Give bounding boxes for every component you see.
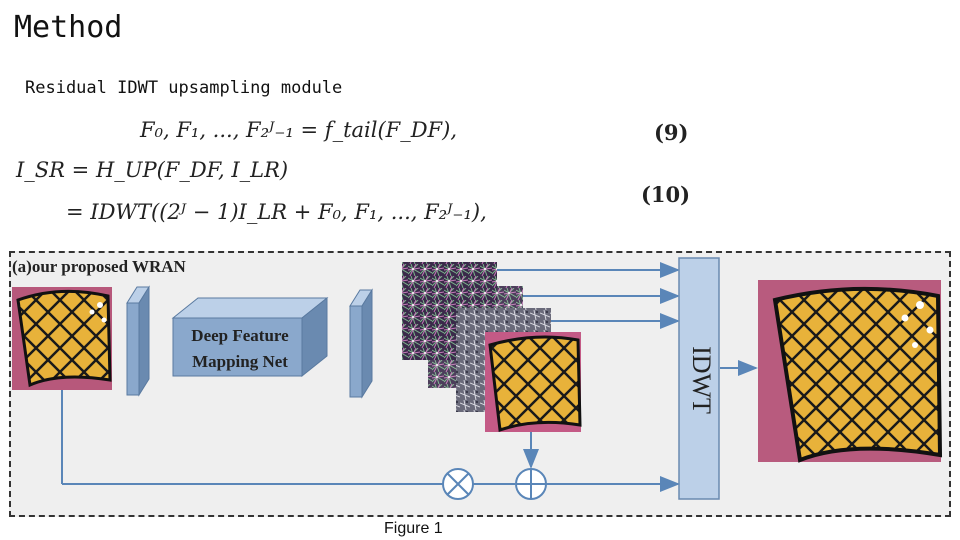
figure-panel-title: (a)our proposed WRAN: [12, 257, 186, 276]
wavelet-subband-stack: [402, 262, 582, 433]
equation-10-line2: = IDWT((2ᴶ − 1)I_LR + F₀, F₁, ..., F₂ᴶ₋₁…: [66, 200, 487, 224]
conv-layer-input: [126, 285, 150, 397]
dfm-label-line2: Mapping Net: [192, 352, 288, 371]
equation-9-number: (9): [654, 120, 689, 145]
output-sr-image: [758, 280, 943, 463]
dfm-label-line1: Deep Feature: [191, 326, 289, 345]
slide-title: Method: [14, 10, 123, 45]
subband-image-lowfreq: [485, 332, 582, 433]
input-lr-image: [12, 287, 112, 390]
equation-9: F₀, F₁, ..., F₂ᴶ₋₁ = f_tail(F_DF),: [140, 118, 457, 142]
equation-10-line1: I_SR = H_UP(F_DF, I_LR): [16, 158, 289, 182]
deep-feature-mapping-block: Deep Feature Mapping Net: [171, 296, 329, 378]
figure-caption: Figure 1: [384, 520, 443, 537]
idwt-block: IDWT: [678, 257, 720, 500]
equation-10-number: (10): [641, 182, 691, 207]
idwt-label: IDWT: [687, 346, 716, 414]
slide-subtitle: Residual IDWT upsampling module: [25, 78, 343, 98]
conv-layer-output: [349, 288, 373, 399]
residual-path: [61, 390, 680, 500]
